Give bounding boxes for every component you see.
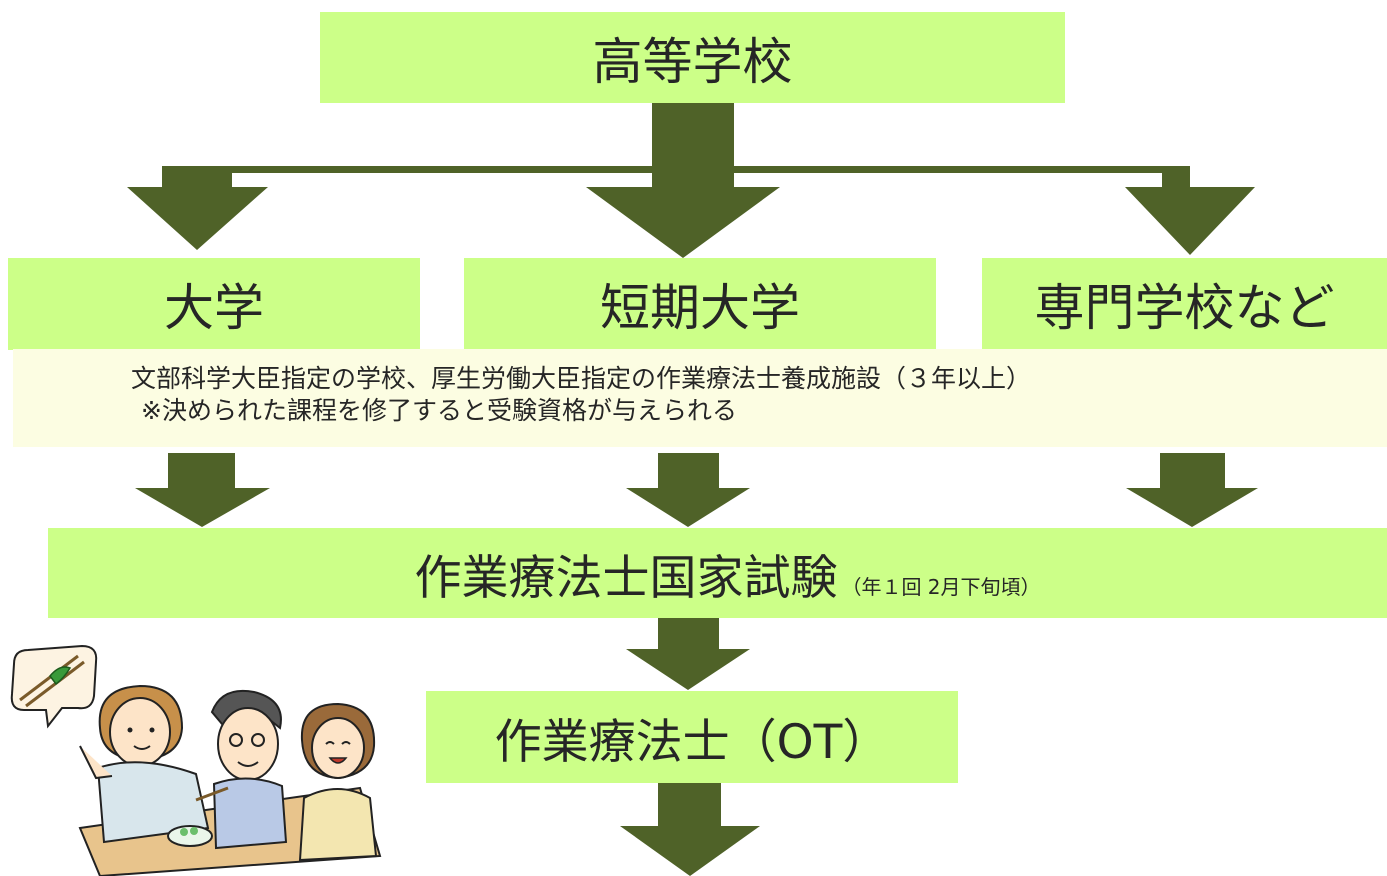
patient-man-icon <box>195 690 288 850</box>
therapist-icon <box>79 684 210 844</box>
qualification-note-line2: ※決められた課程を修了すると受験資格が与えられる <box>141 396 737 425</box>
high-school-label: 高等学校 <box>592 32 793 91</box>
ot-label: 作業療法士（OT） <box>494 714 890 770</box>
arrow-college-to-exam <box>626 453 750 527</box>
patient-woman-icon <box>298 702 378 862</box>
university-box: 大学 <box>8 258 420 350</box>
high-school-box: 高等学校 <box>320 12 1065 103</box>
university-label: 大学 <box>164 279 264 337</box>
junior-college-box: 短期大学 <box>464 258 936 350</box>
ot-box: 作業療法士（OT） <box>426 691 958 783</box>
branch-arrow <box>127 102 1255 258</box>
arrow-university-to-exam <box>135 453 270 527</box>
arrow-exam-to-ot <box>626 617 750 690</box>
national-exam-label: 作業療法士国家試験 <box>414 550 838 606</box>
therapist-patients-chopsticks-illustration <box>10 644 382 876</box>
qualification-note-line1: 文部科学大臣指定の学校、厚生労働大臣指定の作業療法士養成施設（３年以上） <box>131 364 1032 393</box>
chopsticks-icon <box>19 654 85 708</box>
junior-college-label: 短期大学 <box>600 279 800 337</box>
qualification-note: 文部科学大臣指定の学校、厚生労働大臣指定の作業療法士養成施設（３年以上） ※決め… <box>13 349 1387 447</box>
national-exam-box: 作業療法士国家試験 （年１回 2月下旬頃） <box>48 528 1387 618</box>
arrow-ot-down <box>620 783 760 876</box>
vocational-school-box: 専門学校など <box>982 258 1387 350</box>
arrow-vocational-to-exam <box>1126 453 1258 527</box>
national-exam-schedule: （年１回 2月下旬頃） <box>841 574 1041 599</box>
vocational-school-label: 専門学校など <box>1034 279 1335 337</box>
bowl-icon <box>167 825 213 847</box>
